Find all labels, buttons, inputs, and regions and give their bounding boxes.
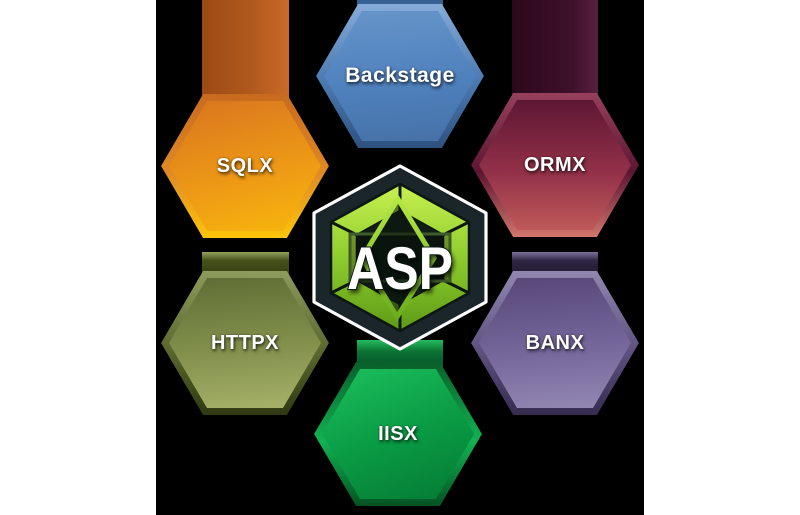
hex-node-backstage: Backstage	[316, 4, 484, 148]
hex-httpx-label: HTTPX	[210, 331, 280, 354]
hex-ormx-label: ORMX	[524, 153, 586, 176]
hex-node-httpx: HTTPX	[161, 271, 329, 415]
asp-diamond	[359, 194, 437, 322]
hex-iisx-label: IISX	[378, 422, 418, 445]
hex-node-banx: BANX	[471, 271, 639, 415]
hex-iisx-face	[322, 369, 474, 499]
hex-node-iisx: IISX	[314, 362, 482, 506]
hex-banx-label: BANX	[525, 331, 585, 354]
hex-backstage-label: Backstage	[345, 64, 455, 87]
asp-logo: ASP	[312, 164, 488, 351]
sqlx-ribbon	[202, 0, 289, 104]
hex-node-ormx: ORMX	[471, 93, 639, 237]
hex-sqlx-label: SQLX	[216, 154, 274, 177]
asp-wordmark: ASP	[347, 235, 453, 302]
ormx-ribbon	[512, 0, 598, 103]
hex-backstage-face	[324, 11, 476, 141]
hex-node-sqlx: SQLX	[161, 94, 329, 238]
